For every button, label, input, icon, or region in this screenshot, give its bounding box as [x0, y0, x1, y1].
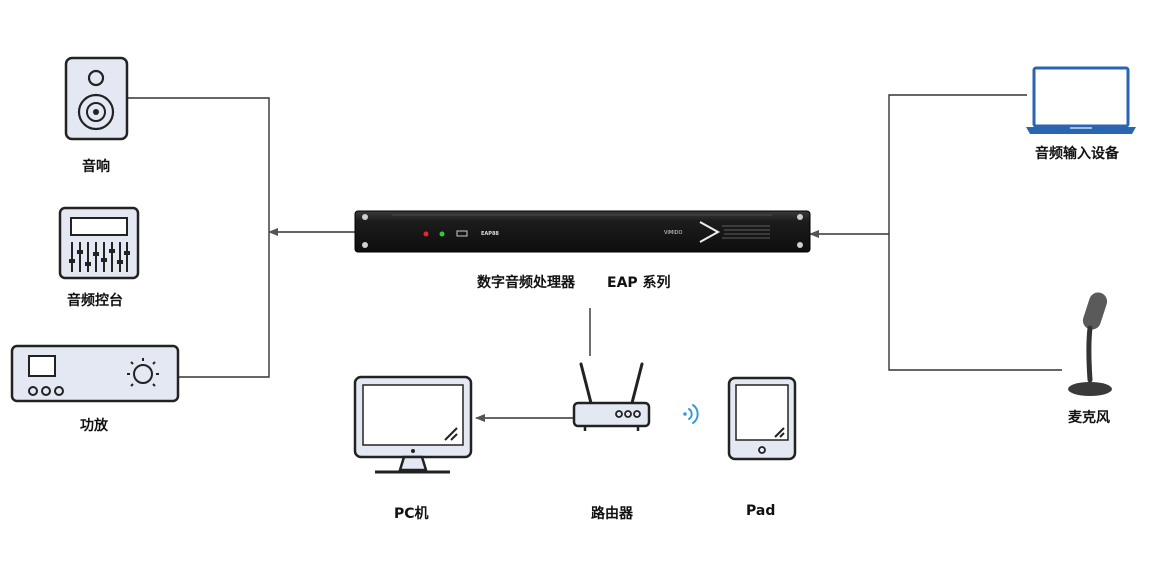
speaker-icon	[64, 56, 129, 141]
device-model-label: EAP88	[481, 231, 499, 237]
speaker-connector	[128, 97, 270, 378]
usb-port	[456, 230, 468, 237]
status-led	[439, 231, 445, 237]
device-brand-label: VIMIDO	[664, 230, 683, 236]
speaker-label: 音响	[82, 159, 110, 175]
microphone-icon	[1068, 292, 1112, 396]
right-bus	[888, 94, 1062, 371]
audio-processor-device: EAP88 VIMIDO	[354, 210, 811, 253]
microphone-label: 麦克风	[1068, 410, 1110, 426]
mixer-icon	[58, 206, 140, 280]
amplifier-icon	[10, 344, 180, 403]
processor-series-label: EAP 系列	[607, 275, 671, 291]
pad-label: Pad	[746, 503, 776, 519]
wifi-signal-icon	[683, 404, 699, 424]
pc-label: PC机	[394, 506, 429, 522]
brand-logo-mark	[699, 221, 721, 243]
amplifier-label: 功放	[80, 418, 108, 434]
processor-label: 数字音频处理器	[477, 275, 575, 291]
tablet-icon	[727, 376, 797, 461]
pc-monitor-icon	[353, 375, 473, 474]
audio-input-label: 音频输入设备	[1035, 146, 1119, 162]
router-icon	[572, 362, 651, 431]
router-label: 路由器	[591, 506, 633, 522]
mixer-label: 音频控台	[67, 293, 123, 309]
laptop-icon	[1026, 66, 1136, 134]
connection-lines	[128, 94, 1062, 422]
power-led	[423, 231, 429, 237]
